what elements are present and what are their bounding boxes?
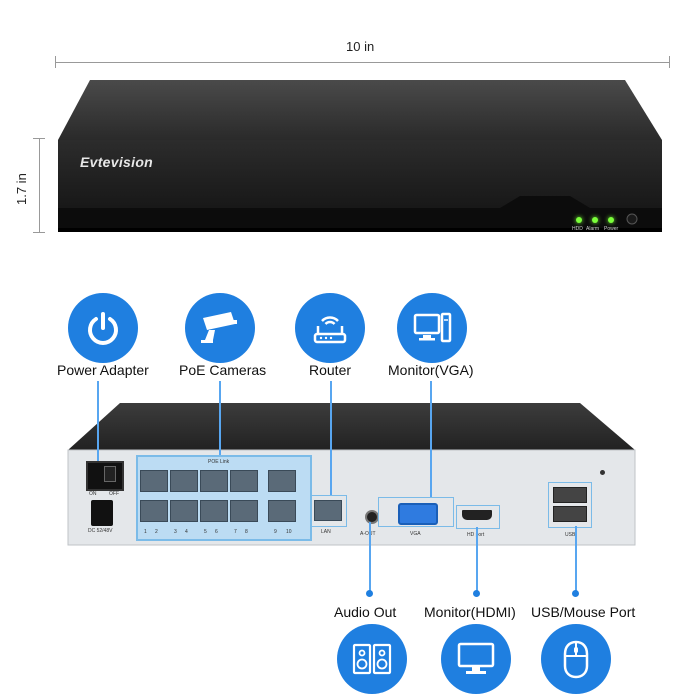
computer-icon — [413, 312, 452, 343]
port-number-2: 2 — [155, 529, 158, 535]
poe-port-4 — [170, 500, 198, 522]
router-icon — [313, 316, 347, 344]
dc-label: DC 52/48V — [88, 528, 113, 534]
dc-power-jack — [91, 500, 113, 526]
power-adapter-callout-line — [97, 381, 99, 461]
height-dimension-tick-bottom — [33, 232, 45, 233]
hdmi-label: HD port — [467, 532, 485, 538]
hdmi-callout-line — [476, 527, 478, 592]
usb-port-frame — [548, 482, 592, 528]
usb-label: USB — [565, 532, 576, 538]
poe-cameras-callout-line — [219, 381, 221, 455]
led-alarm — [592, 217, 598, 223]
led-power — [608, 217, 614, 223]
brand-logo: Evtevision — [80, 154, 154, 170]
audio-out-callout-line — [369, 522, 371, 592]
usb-port-1 — [553, 487, 587, 503]
switch-on-label: ON — [89, 491, 97, 497]
audio-out-callout-dot — [366, 590, 373, 597]
height-dimension-label: 1.7 in — [14, 173, 29, 205]
monitor-vga-label: Monitor(VGA) — [388, 362, 474, 378]
hdmi-port-frame — [456, 505, 500, 529]
vga-port — [398, 503, 438, 525]
height-dimension-line — [39, 138, 40, 233]
poe-port-2 — [140, 500, 168, 522]
port-number-9: 9 — [274, 529, 277, 535]
monitor-icon — [457, 642, 495, 674]
power-icon — [88, 312, 118, 345]
poe-port-5 — [200, 470, 228, 492]
led-power-label: Power — [604, 226, 619, 232]
poe-port-1 — [140, 470, 168, 492]
poe-port-6 — [200, 500, 228, 522]
aout-label: A-OUT — [360, 531, 376, 537]
vga-label: VGA — [410, 531, 421, 537]
poe-cameras-circle — [185, 293, 255, 363]
usb-port-2 — [553, 506, 587, 522]
poe-port-9 — [268, 470, 296, 492]
router-callout-line — [330, 381, 332, 495]
port-number-7: 7 — [234, 529, 237, 535]
led-alarm-label: Alarm — [586, 226, 600, 232]
width-dimension-label: 10 in — [346, 39, 375, 54]
poe-link-label: POE Link — [208, 459, 230, 465]
usb-callout-line — [575, 526, 577, 592]
port-number-6: 6 — [215, 529, 218, 535]
port-number-1: 1 — [144, 529, 147, 535]
usb-callout-dot — [572, 590, 579, 597]
router-label: Router — [309, 362, 352, 378]
poe-port-7 — [230, 470, 258, 492]
audio-out-circle — [337, 624, 407, 694]
switch-off-label: OFF — [109, 491, 119, 497]
camera-icon — [201, 312, 237, 343]
width-dimension-tick-left — [55, 56, 56, 68]
vga-port-frame — [378, 497, 454, 527]
lan-port-frame — [310, 495, 347, 527]
monitor-vga-circle — [397, 293, 467, 363]
led-hdd-label: HDD — [572, 226, 583, 232]
mouse-icon — [563, 640, 589, 679]
usb-mouse-port-label: USB/Mouse Port — [531, 604, 636, 620]
port-number-10: 10 — [286, 529, 292, 535]
width-dimension-tick-right — [669, 56, 670, 68]
height-dimension-tick-top — [33, 138, 45, 139]
audio-out-label: Audio Out — [334, 604, 397, 620]
led-hdd — [576, 217, 582, 223]
poe-port-10 — [268, 500, 296, 522]
nvr-front-view — [58, 80, 662, 232]
port-number-5: 5 — [204, 529, 207, 535]
speaker-icon — [352, 643, 392, 675]
lan-port — [314, 500, 342, 521]
usb-mouse-port-circle — [541, 624, 611, 694]
poe-port-block — [136, 455, 312, 541]
port-number-8: 8 — [245, 529, 248, 535]
width-dimension-line — [55, 62, 670, 63]
poe-port-3 — [170, 470, 198, 492]
monitor-vga-callout-line — [430, 381, 432, 497]
hdmi-port — [462, 510, 492, 520]
reset-dot — [600, 470, 605, 475]
poe-cameras-label: PoE Cameras — [179, 362, 267, 378]
audio-out-jack — [365, 510, 379, 524]
power-switch-rocker — [104, 466, 116, 482]
lan-label: LAN — [321, 529, 331, 535]
power-adapter-circle — [68, 293, 138, 363]
power-adapter-label: Power Adapter — [57, 362, 149, 378]
port-number-4: 4 — [185, 529, 188, 535]
monitor-hdmi-circle — [441, 624, 511, 694]
port-number-3: 3 — [174, 529, 177, 535]
router-circle — [295, 293, 365, 363]
hdmi-callout-dot — [473, 590, 480, 597]
poe-port-8 — [230, 500, 258, 522]
monitor-hdmi-label: Monitor(HDMI) — [424, 604, 516, 620]
